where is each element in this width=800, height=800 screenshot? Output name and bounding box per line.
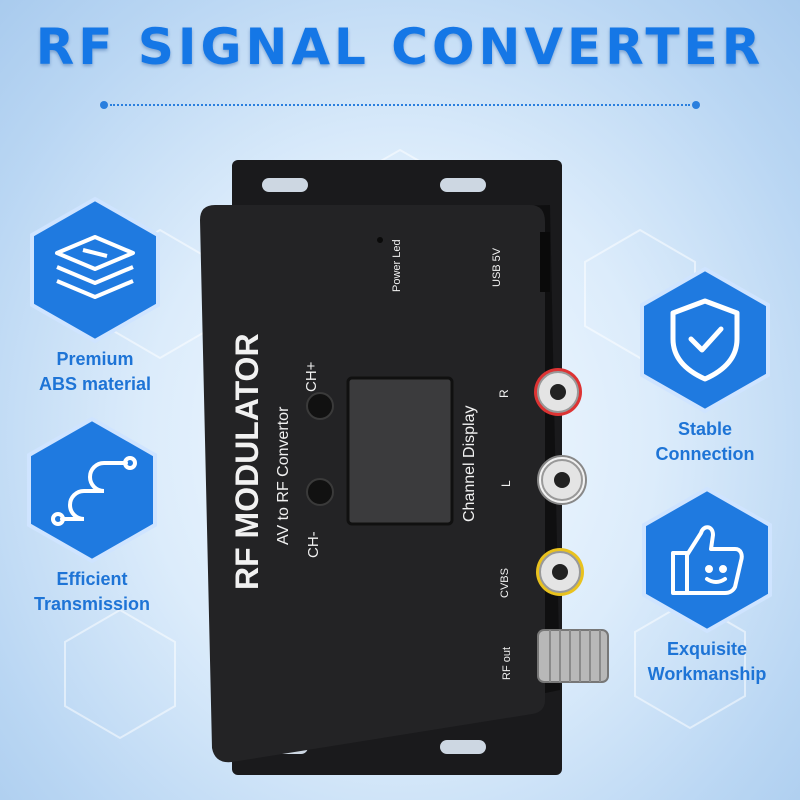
channel-display-label: Channel Display	[461, 405, 478, 522]
ch-minus-button[interactable]	[306, 478, 334, 506]
layers-icon	[30, 196, 160, 344]
channel-display-screen	[346, 376, 454, 526]
rf-out-connector[interactable]	[537, 629, 609, 683]
feature-label: Premium	[56, 349, 134, 369]
power-led-indicator	[377, 237, 383, 243]
feature-label: Exquisite	[666, 639, 748, 659]
port-l-label: L	[499, 480, 513, 487]
rca-port-l[interactable]	[537, 455, 587, 505]
rca-port-r[interactable]	[534, 368, 582, 416]
feature-label: Workmanship	[647, 664, 767, 684]
usb-label: USB 5V	[491, 247, 503, 287]
thumbs-up-icon	[642, 486, 772, 634]
ch-plus-button[interactable]	[306, 392, 334, 420]
path-icon	[27, 416, 157, 564]
usb-port[interactable]	[540, 232, 550, 292]
feature-label: Transmission	[33, 594, 151, 614]
page-title: RF SIGNAL CONVERTER	[35, 18, 765, 76]
feature-stable-connection: Stable Connection	[620, 265, 790, 467]
feature-exquisite-workmanship: Exquisite Workmanship	[622, 485, 792, 687]
feature-label: Connection	[655, 444, 755, 464]
feature-label: Stable	[677, 419, 733, 439]
device-name: RF MODULATOR	[229, 333, 265, 590]
feature-efficient-transmission: Efficient Transmission	[7, 415, 177, 617]
ch-minus-label: CH-	[305, 531, 322, 558]
feature-label: ABS material	[38, 374, 152, 394]
power-led-label: Power Led	[391, 239, 403, 292]
port-cvbs-label: CVBS	[499, 568, 511, 598]
device-subtitle: AV to RF Convertor	[275, 406, 292, 545]
feature-premium-abs: Premium ABS material	[10, 195, 180, 397]
port-r-label: R	[497, 389, 511, 398]
feature-label: Efficient	[56, 569, 128, 589]
title-divider	[100, 101, 700, 109]
ch-plus-label: CH+	[303, 361, 320, 392]
rca-port-cvbs[interactable]	[536, 548, 584, 596]
shield-check-icon	[640, 266, 770, 414]
rf-out-label: RF out	[501, 647, 513, 680]
